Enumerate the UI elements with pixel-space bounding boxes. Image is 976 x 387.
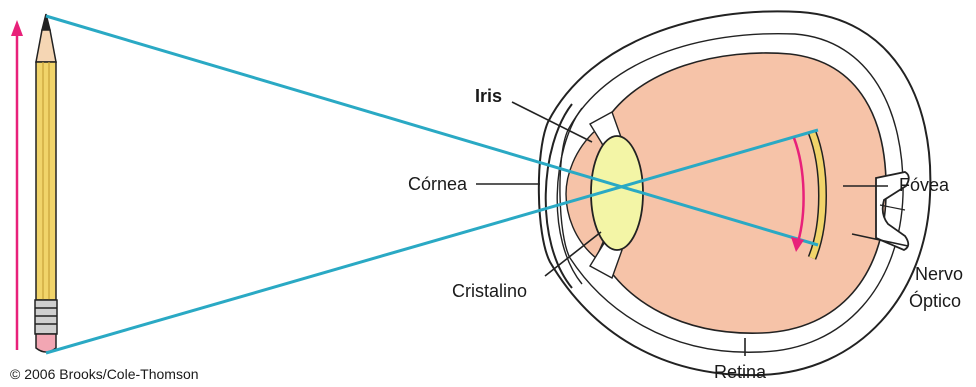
optic-nerve-label-line2: Óptico bbox=[909, 291, 961, 311]
crystalline-label: Cristalino bbox=[452, 281, 527, 301]
object-arrow bbox=[11, 20, 23, 350]
optic-nerve-label-line1: Nervo bbox=[915, 264, 963, 284]
cornea-label: Córnea bbox=[408, 174, 467, 194]
retina-label: Retina bbox=[714, 362, 766, 382]
iris-label: Iris bbox=[475, 86, 502, 106]
pencil-illustration bbox=[35, 14, 57, 352]
fovea-label: Fóvea bbox=[899, 175, 949, 195]
copyright-text: © 2006 Brooks/Cole-Thomson bbox=[10, 364, 199, 384]
